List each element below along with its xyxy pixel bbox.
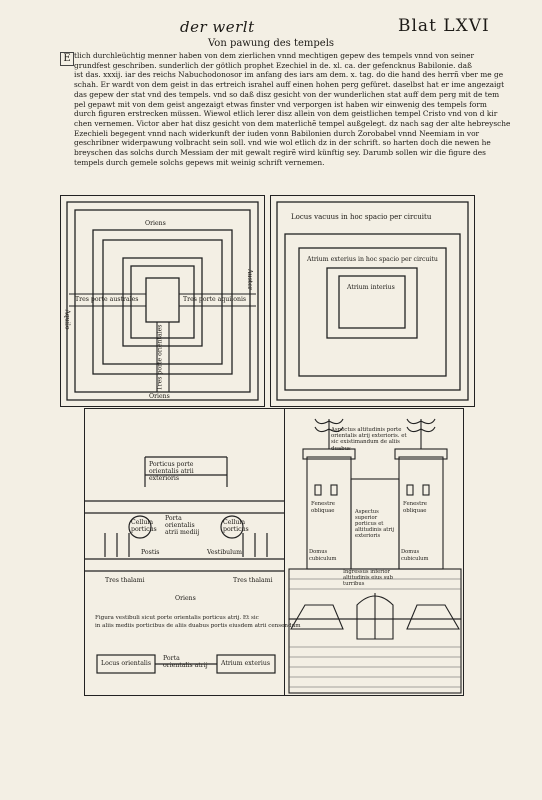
text-line: durch figuren erstrecken müssen. Wiewol … — [74, 109, 498, 119]
box-locus-orientalis: Locus orientalis — [101, 660, 152, 667]
label-vestibulum: Vestibulum — [207, 549, 242, 556]
box-atrium-exterius: Atrium exterius — [221, 660, 270, 667]
label-oriens-top: Oriens — [145, 220, 166, 227]
label-atrium-exterius: Atrium exterius in hoc spacio per circui… — [307, 256, 438, 263]
section-title: Von pawung des tempels — [208, 38, 335, 49]
label-fenestre-left: Fenestre obliquae — [311, 501, 335, 514]
running-head-left: der werlt — [180, 18, 255, 36]
folio-number: Blat LXVI — [398, 16, 490, 36]
text-line: schah. Er wardt von dem geist in das ert… — [74, 80, 505, 90]
text-line: pel gepawt mit von dem geist angezaigt e… — [74, 99, 487, 109]
label-side-right: Auster — [245, 269, 253, 290]
temple-plan-lines — [66, 201, 259, 401]
text-line: Ezechieli begegent vnnd nach widerkunft … — [74, 128, 480, 138]
label-porta-left: Tres porte australes — [75, 296, 139, 303]
note-line-2: in aliis mediis porticibus de aliis duab… — [95, 623, 301, 629]
label-porta-right: Tres porte aquilonis — [183, 296, 247, 303]
label-porta-center: Tres porte orientales — [156, 324, 164, 391]
text-line: tlich durchleüchtig menner haben von dem… — [74, 51, 475, 60]
label-cellula-left: Cellula porticus — [131, 519, 157, 533]
label-porticus-orientalis: Porticus porte orientalis atrii exterior… — [149, 461, 194, 482]
text-line: breyschen das solchs durch Messiam der m… — [74, 148, 486, 158]
label-atrium-interius: Atrium interius — [347, 284, 395, 291]
body-text: tlich durchleüchtig menner haben von dem… — [74, 51, 514, 167]
drop-capital: E — [60, 52, 74, 66]
label-aspectus-altitudinis: Aspectus altitudinis porte orientalis at… — [331, 427, 407, 452]
gate-plan-diagram: Porticus porte orientalis atrii exterior… — [84, 408, 301, 696]
text-line: geschribner widerpawung volbracht sein s… — [74, 138, 491, 148]
label-domus-left: Domus cubiculum — [309, 549, 337, 562]
atrium-spaces-lines — [276, 201, 469, 401]
text-line: ist das. xxxij. iar des reichs Nabuchodo… — [74, 70, 504, 80]
text-line: grundfest geschriben. sunderlich der göt… — [74, 60, 472, 70]
box-porta-orientalis: Porta orientalis atrij — [163, 655, 208, 669]
label-side-left: Aquilo — [63, 309, 71, 330]
label-fenestre-right: Fenestre obliquae — [403, 501, 427, 514]
label-oriens-bottom: Oriens — [149, 393, 170, 400]
label-porta-mediij: Porta orientalis atrii mediij — [165, 515, 200, 536]
label-ingressus: Ingressus inferior altitudinis eius sub … — [343, 569, 393, 587]
note-line-1: Figura vestibuli sicut porte orientalis … — [95, 615, 259, 621]
label-postis: Postis — [141, 549, 160, 556]
gate-elevation-woodcut: Aspectus altitudinis porte orientalis at… — [284, 408, 464, 696]
gate-plan-lines — [85, 456, 285, 674]
text-line: das gepew der stat vnd des tempels. vnd … — [74, 89, 500, 99]
text-line: chen vernemen. Victor aber hat disz gesi… — [74, 118, 511, 128]
label-cellula-right: Cellula porticus — [223, 519, 249, 533]
label-oriens: Oriens — [175, 595, 196, 602]
atrium-spaces-diagram: Locus vacuus in hoc spacio per circuitu … — [270, 195, 475, 407]
gate-elevation-drawing — [288, 418, 462, 694]
label-thalami-left: Tres thalami — [105, 577, 145, 584]
temple-plan-diagram: Oriens Oriens Tres porte australes Tres … — [60, 195, 265, 407]
label-thalami-right: Tres thalami — [233, 577, 273, 584]
text-line: tempels durch gemele solchs gepews mit w… — [74, 157, 325, 167]
label-locus-vacuus: Locus vacuus in hoc spacio per circuitu — [291, 213, 432, 221]
label-aspectus-superior: Aspectus superior porticus et altitudini… — [355, 509, 395, 539]
label-domus-right: Domus cubiculum — [401, 549, 429, 562]
